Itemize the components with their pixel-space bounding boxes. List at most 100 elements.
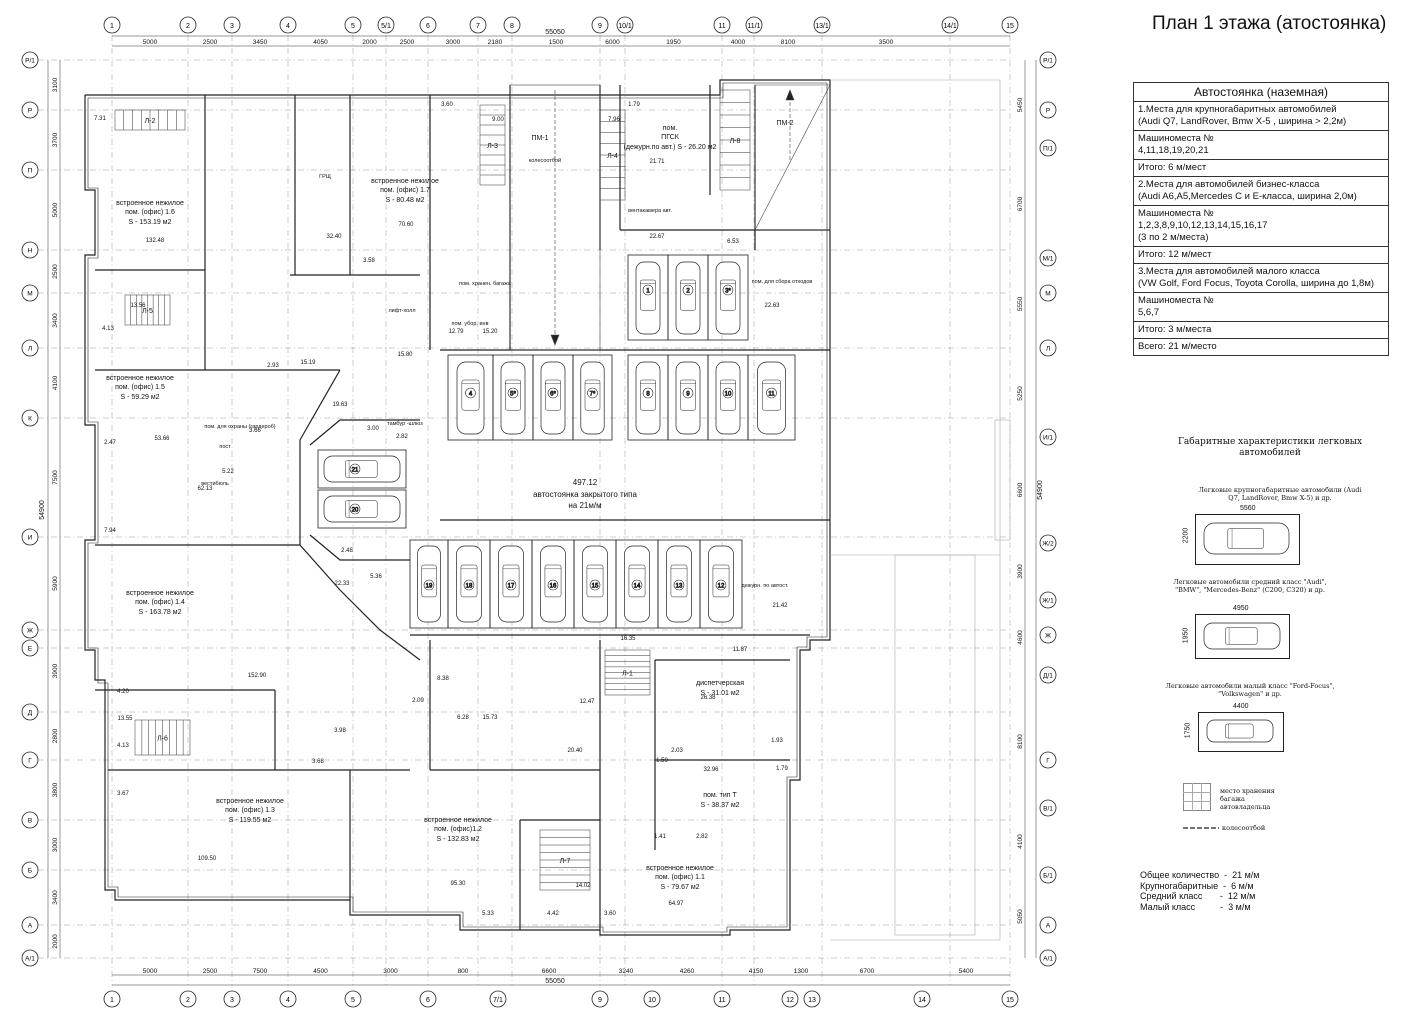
axis-label: 11/1 [747,23,760,30]
dim-value: 3000 [52,837,59,852]
room-area-number: 2.47 [104,440,116,446]
dim-value: 2500 [400,39,415,46]
car-body [1203,622,1281,650]
car-body [675,261,701,335]
axis-label: Ж/1 [1042,598,1054,605]
car-roof [1225,627,1258,645]
axis-label: 10 [648,997,656,1004]
storage-legend-label: место хранения багажа автовладельца [1220,787,1275,811]
axis-label: Ж [1045,633,1051,640]
legend-line: Машиноместа № [1138,295,1214,306]
axis-label: Р/1 [1043,58,1053,65]
neighbour-outline [830,79,1011,941]
axis-bubble [1039,339,1057,357]
axis-label: Б/1 [1043,873,1053,880]
dim-value: 3000 [446,39,461,46]
axis-bubble [781,990,799,1008]
axis-bubble [21,51,39,69]
legend-line: Машиноместа № [1138,133,1214,144]
axis-label: 9 [598,23,602,30]
stall-number-bubble [766,387,777,399]
dim-value: 5000 [143,968,158,975]
room-area-number: 21.71 [649,159,665,165]
mid-car-box [1195,614,1290,659]
stall-number: 9 [686,391,690,397]
axis-bubble [21,339,39,357]
legend-line: (3 по 2 м/места) [1138,232,1209,243]
car-roof [680,379,696,411]
dim-value: 4050 [313,39,328,46]
stall-number-bubble [715,579,727,591]
grid-lines [38,35,1011,985]
car-body [1206,719,1274,743]
legend-line: Машиноместа № [1138,208,1214,219]
room-area-number: 13.55 [117,716,133,722]
stall-number: 12 [718,583,725,589]
axis-label: Г [28,758,32,765]
room-area-number: 22.63 [764,303,780,309]
axis-label: В [28,818,32,825]
room-area-number: 22.67 [649,234,665,240]
dim-value: 1500 [549,39,564,46]
room-area-number: 9.00 [492,117,504,123]
axis-label: Р/1 [25,58,35,65]
car-roof [720,379,736,411]
dim-value: 7500 [52,470,59,485]
car-roof [502,564,520,598]
dim-value: 3800 [52,782,59,797]
car-body [715,261,741,335]
room-area-number: 7.31 [94,116,106,122]
axis-bubble [1039,428,1057,446]
dim-value: 2500 [203,39,218,46]
dim-value: 3700 [52,132,59,147]
stall-number-bubble [642,284,654,296]
axis-label: 1 [110,23,114,30]
room-area-number: 3.98 [334,728,346,734]
parking-stall [747,354,796,441]
room-sub: ПГСК [661,134,680,141]
axis-label: Р [1046,108,1050,115]
axis-bubble [1039,139,1057,157]
legend-line: 1,2,3,8,9,10,12,13,14,15,16,17 [1138,220,1268,231]
axis-label: 7/1 [493,997,503,1004]
stair-label: Л-1 [622,671,633,678]
dim-value: 5450 [1017,97,1024,112]
dim-value: 6700 [860,968,875,975]
dim-value: 3450 [253,39,268,46]
dim-value: 6700 [1017,196,1024,211]
car-roof [345,460,378,478]
axis-label: П [28,168,33,175]
room-area-number: 2.48 [341,548,353,554]
ramp-label: ПМ-1 [531,135,548,142]
axis-label: К [28,416,32,423]
room-area-number: 15.73 [482,715,498,721]
axis-bubble [1039,101,1057,119]
room-name: пом. [663,125,677,132]
stall-number: 4 [469,391,473,397]
dim-value: 3100 [52,77,59,92]
car-roof [640,279,656,311]
walls [84,79,831,936]
axis-label: В/1 [1043,806,1053,813]
axis-label: 15 [1006,997,1014,1004]
room-area-number: 3.66 [249,428,261,434]
large-car-box [1195,514,1300,565]
dashed-line-symbol [1183,827,1219,829]
dim-value: 3400 [52,890,59,905]
room-area-number: 5.33 [482,911,494,917]
mid-car-icon [1203,622,1281,650]
legend-line: Всего: 21 м/место [1138,341,1217,352]
car-body [1203,522,1290,555]
stall-number: 11 [768,391,775,397]
axis-bubble [21,284,39,302]
stall-number: 3* [725,288,731,294]
axis-bubble [813,16,831,34]
axis-bubble [643,990,661,1008]
axis-bubble [21,639,39,657]
room-area-number: 132.48 [146,238,165,244]
axis-bubble [591,990,609,1008]
legend-line: 4,11,18,19,20,21 [1138,145,1209,156]
room-area: S - 80.48 м2 [385,197,424,204]
room-area: S - 163.78 м2 [139,609,182,616]
